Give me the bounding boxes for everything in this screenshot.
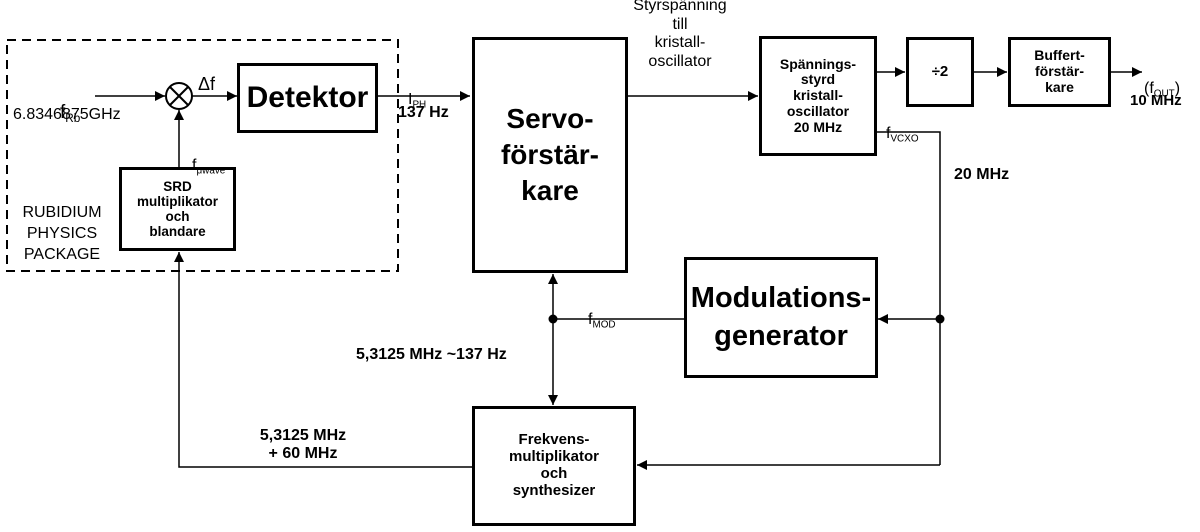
rubidium-package-label: RUBIDIUM PHYSICS PACKAGE bbox=[22, 204, 102, 263]
detektor-label: Detektor bbox=[246, 81, 369, 115]
mixer-icon bbox=[165, 82, 193, 110]
fmod-main: f bbox=[588, 310, 593, 328]
srd-label: SRD multiplikator och blandare bbox=[136, 178, 218, 240]
iph-sub: PH bbox=[412, 99, 427, 111]
synth-block: Frekvens- multiplikator och synthesizer bbox=[472, 406, 636, 526]
servo-block: Servo- förstär- kare bbox=[472, 37, 628, 273]
fvcxo-sub: VCXO bbox=[890, 133, 919, 145]
synth-output-frequency-label: 5,3125 MHz + 60 MHz bbox=[259, 427, 347, 462]
modulation-label: Modulations- generator bbox=[690, 281, 872, 352]
iph-label: IPH bbox=[408, 73, 426, 110]
synth-label: Frekvens- multiplikator och synthesizer bbox=[508, 431, 599, 499]
frb-main: f bbox=[60, 102, 66, 124]
rubidium-package-boundary bbox=[6, 39, 399, 272]
arrow-synth-to-srd bbox=[174, 252, 472, 468]
fvcxo-main: f bbox=[886, 124, 891, 142]
servo-label: Servo- förstär- kare bbox=[500, 103, 599, 206]
fvcxo-label: fVCXO bbox=[886, 107, 919, 144]
buffer-block: Buffert- förstär- kare bbox=[1008, 37, 1111, 107]
fuwave-label: fμwave bbox=[192, 139, 225, 176]
vcxo-block: Spännings- styrd kristall- oscillator 20… bbox=[759, 36, 877, 156]
delta-f-label: Δf bbox=[198, 74, 216, 94]
freq-10-label: 10 MHz bbox=[1130, 92, 1182, 109]
freq-137-label: 137 Hz bbox=[398, 104, 449, 121]
control-voltage-label: Styrspänning till kristall- oscillator bbox=[633, 0, 727, 71]
fmod-sub: MOD bbox=[592, 319, 616, 331]
frb-label: fRb bbox=[60, 81, 80, 126]
frb-frequency: 6.8346875GHz bbox=[13, 106, 121, 123]
vcxo-label: Spännings- styrd kristall- oscillator 20… bbox=[779, 55, 857, 135]
divider-block: ÷2 bbox=[906, 37, 974, 107]
modulation-block: Modulations- generator bbox=[684, 257, 878, 378]
buffer-label: Buffert- förstär- kare bbox=[1034, 47, 1085, 95]
mod-frequency-label: 5,3125 MHz ~137 Hz bbox=[356, 346, 507, 363]
line-vcxo-feedback bbox=[877, 131, 941, 465]
srd-block: SRD multiplikator och blandare bbox=[119, 167, 236, 251]
divider-label: ÷2 bbox=[931, 62, 949, 80]
fuwave-sub: μwave bbox=[196, 165, 226, 177]
detektor-block: Detektor bbox=[237, 63, 378, 133]
frb-sub: Rb bbox=[65, 112, 81, 126]
fout-close: ) bbox=[1174, 79, 1181, 97]
fmod-label: fMOD bbox=[588, 293, 616, 330]
iph-main: I bbox=[408, 90, 413, 108]
junction-dot-feedback bbox=[935, 314, 945, 324]
fout-sub: OUT bbox=[1153, 88, 1175, 100]
freq-20-label: 20 MHz bbox=[954, 166, 1010, 183]
fuwave-main: f bbox=[192, 156, 197, 174]
fout-open: (f bbox=[1144, 79, 1154, 97]
fout-label: (fOUT) bbox=[1144, 62, 1180, 99]
